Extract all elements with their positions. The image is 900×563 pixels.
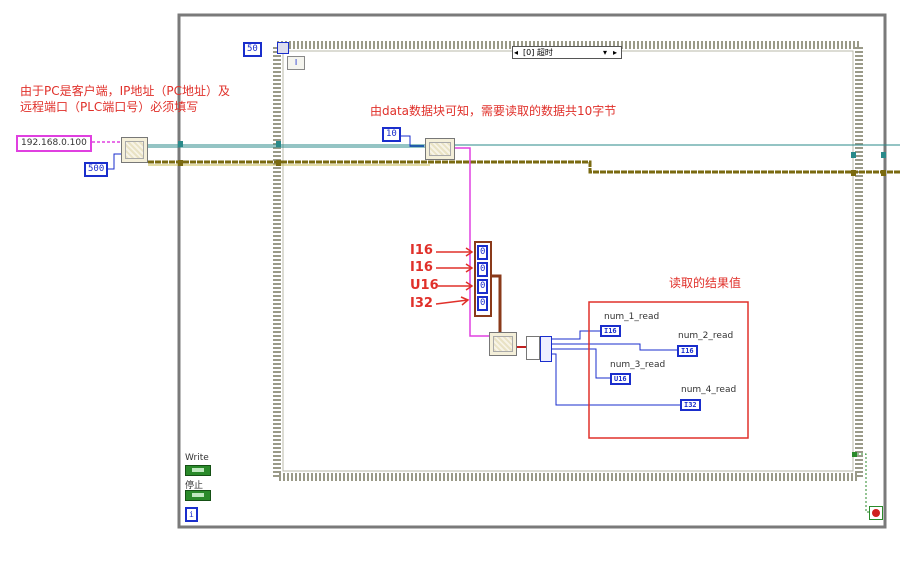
event-structure-frame	[273, 41, 863, 481]
loop-wait-constant[interactable]: 50	[243, 42, 262, 57]
num-4-read-label: num_4_read	[681, 385, 737, 395]
type-label-i16-b: I16	[410, 260, 433, 275]
ip-address-constant[interactable]: 192.168.0.100	[16, 135, 92, 152]
tcp-read-node[interactable]	[425, 138, 455, 160]
loop-condition-terminal[interactable]	[869, 506, 883, 520]
type-label-i32: I32	[410, 296, 433, 311]
result-values-note: 读取的结果值	[669, 276, 742, 290]
data-block-note: 由data数据块可知，需要读取的数据共10字节	[370, 104, 617, 118]
cluster-wire	[490, 274, 502, 338]
case-label: [0] 超时	[523, 48, 553, 57]
case-prev-arrow-icon[interactable]: ◂	[514, 48, 519, 57]
timeout-wire	[106, 153, 122, 170]
type-label-u16: U16	[410, 278, 439, 293]
hourglass-icon: I	[287, 56, 305, 70]
event-case-selector[interactable]: ◂ [0] 超时 ▾ ▸	[512, 46, 622, 59]
cluster-i16-a: 0	[477, 245, 489, 260]
timeout-constant[interactable]: 500	[84, 162, 109, 177]
cluster-i32: 0	[477, 296, 489, 311]
byte-count-constant[interactable]: 10	[382, 127, 401, 142]
stop-boolean-control[interactable]	[185, 490, 211, 501]
pc-client-note-line2: 远程端口（PLC端口号）必须填写	[20, 100, 199, 114]
num-2-read-label: num_2_read	[678, 331, 734, 341]
write-boolean-control[interactable]	[185, 465, 211, 476]
unflatten-from-string-node[interactable]	[489, 332, 517, 356]
cluster-i16-b: 0	[477, 262, 489, 277]
cluster-constant[interactable]: 0 0 0 0	[474, 241, 492, 317]
unbundle-node[interactable]	[526, 336, 540, 360]
cluster-u16: 0	[477, 279, 489, 294]
wait-terminal-icon	[277, 42, 289, 54]
num-4-read-indicator[interactable]: I32	[680, 399, 701, 411]
iteration-terminal: i	[185, 507, 198, 522]
write-label: Write	[185, 453, 209, 463]
case-next-arrow-icon[interactable]: ▸	[613, 48, 618, 57]
pc-client-note-line1: 由于PC是客户端，IP地址（PC地址）及	[20, 84, 231, 98]
num-3-read-label: num_3_read	[610, 360, 666, 370]
result-box	[588, 301, 749, 439]
stop-label: 停止	[185, 481, 204, 491]
case-dropdown-icon[interactable]: ▾	[603, 48, 608, 57]
num-1-read-label: num_1_read	[604, 312, 660, 322]
while-loop-frame	[177, 13, 887, 529]
tcp-open-node[interactable]	[121, 137, 148, 163]
error-wire	[148, 160, 900, 174]
num-3-read-indicator[interactable]: U16	[610, 373, 631, 385]
unbundle-outputs	[540, 336, 552, 362]
stop-sign-icon	[872, 509, 880, 517]
type-label-i16-a: I16	[410, 243, 433, 258]
num-2-read-indicator[interactable]: I16	[677, 345, 698, 357]
num-1-read-indicator[interactable]: I16	[600, 325, 621, 337]
data-string-wire	[455, 147, 490, 337]
